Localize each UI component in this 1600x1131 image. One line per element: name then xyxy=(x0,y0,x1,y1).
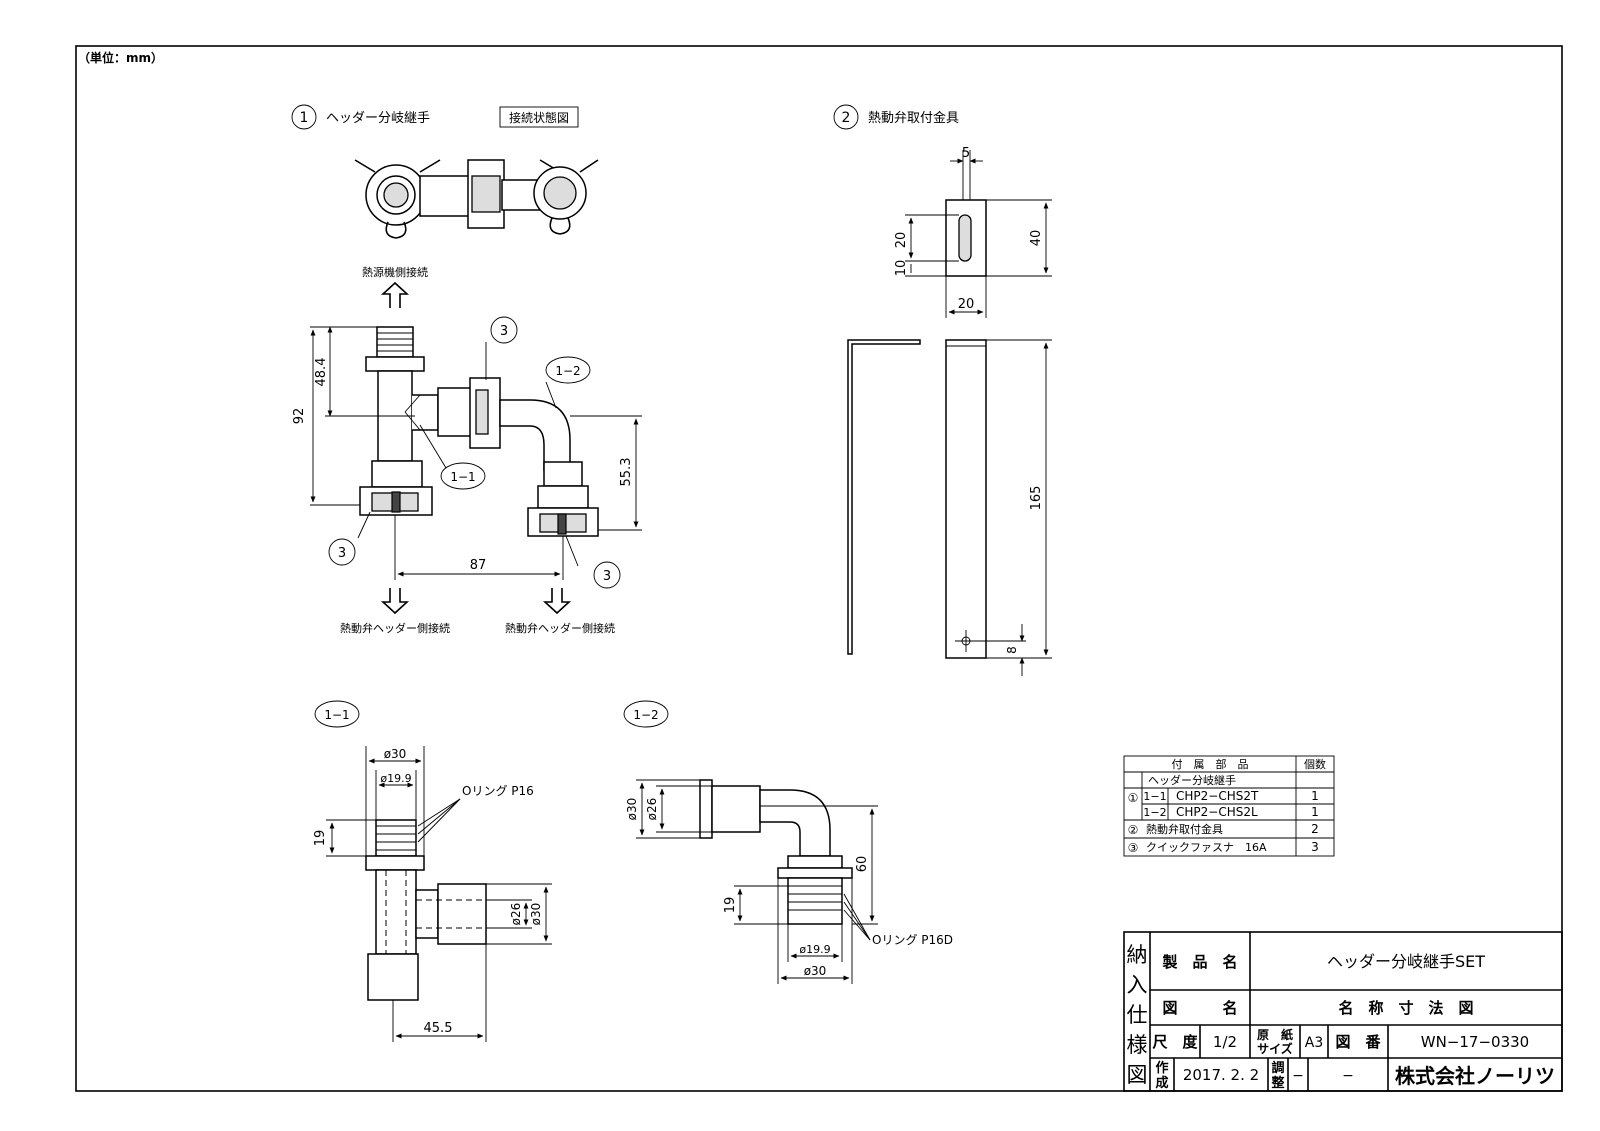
svg-text:作: 作 xyxy=(1155,1060,1168,1076)
svg-text:図 番: 図 番 xyxy=(1335,1033,1381,1051)
svg-text:ø19.9: ø19.9 xyxy=(799,943,830,956)
svg-text:付 属 部 品: 付 属 部 品 xyxy=(1172,757,1249,771)
made-date: 2017. 2. 2 xyxy=(1183,1066,1259,1084)
svg-text:ø26: ø26 xyxy=(509,903,523,926)
svg-text:60: 60 xyxy=(855,856,870,873)
svg-text:3: 3 xyxy=(1311,840,1319,854)
svg-text:製 品 名: 製 品 名 xyxy=(1161,953,1237,971)
svg-text:165: 165 xyxy=(1029,486,1044,511)
svg-text:20: 20 xyxy=(958,297,975,312)
svg-text:−: − xyxy=(1292,1068,1304,1084)
svg-text:サイズ: サイズ xyxy=(1257,1041,1293,1056)
svg-text:ø30: ø30 xyxy=(804,964,827,978)
svg-text:原 紙: 原 紙 xyxy=(1257,1027,1293,1042)
svg-text:図 名: 図 名 xyxy=(1162,999,1237,1017)
svg-text:8: 8 xyxy=(1005,646,1019,654)
svg-text:ヘッダー分岐継手: ヘッダー分岐継手 xyxy=(1148,773,1236,787)
company-logo: 株式会社ノーリツ xyxy=(1395,1064,1555,1088)
svg-text:①: ① xyxy=(1128,791,1139,805)
detail-1-2: 1−2 ø30 ø26 60 19 Oリング P16D ø19.9 xyxy=(623,700,953,984)
top-connection-label: 熱源機側接続 xyxy=(362,265,428,279)
svg-text:クイックファスナ 16A: クイックファスナ 16A xyxy=(1146,841,1267,854)
svg-text:ø26: ø26 xyxy=(645,798,659,821)
svg-text:ø30: ø30 xyxy=(625,798,639,821)
view2-bracket: 2 熱動弁取付金具 5 20 10 40 20 1 xyxy=(833,104,1052,676)
svg-text:1: 1 xyxy=(300,110,309,126)
svg-text:尺 度: 尺 度 xyxy=(1152,1033,1198,1051)
product-name: ヘッダー分岐継手SET xyxy=(1327,952,1485,971)
svg-text:Oリング P16: Oリング P16 xyxy=(462,784,534,798)
unit-note: （単位：mm） xyxy=(78,50,163,65)
svg-text:調: 調 xyxy=(1271,1060,1284,1076)
svg-text:接続状態図: 接続状態図 xyxy=(509,110,569,125)
title-block: 納 入 仕 様 図 製 品 名 ヘッダー分岐継手SET 図 名 名 称 寸 法 … xyxy=(1123,931,1563,1092)
svg-text:40: 40 xyxy=(1029,230,1044,247)
sheet-border xyxy=(75,45,1563,1092)
svg-text:2: 2 xyxy=(842,110,851,126)
svg-text:19: 19 xyxy=(313,830,328,847)
svg-text:CHP2−CHS2T: CHP2−CHS2T xyxy=(1176,789,1259,803)
connection-state-view xyxy=(354,159,599,239)
svg-text:2: 2 xyxy=(1311,822,1319,836)
svg-text:10: 10 xyxy=(894,260,909,277)
svg-text:様: 様 xyxy=(1127,1033,1148,1057)
svg-text:仕: 仕 xyxy=(1127,1003,1148,1027)
main-assembly-view: 熱源機側接続 92 48.4 55.3 xyxy=(292,265,642,635)
svg-text:納: 納 xyxy=(1127,943,1148,967)
dim-87: 87 xyxy=(470,558,487,573)
svg-text:熱動弁取付金具: 熱動弁取付金具 xyxy=(1146,822,1223,836)
svg-text:CHP2−CHS2L: CHP2−CHS2L xyxy=(1176,805,1258,819)
svg-text:②: ② xyxy=(1128,823,1139,837)
svg-text:熱動弁取付金具: 熱動弁取付金具 xyxy=(868,110,959,126)
svg-text:−: − xyxy=(1342,1068,1354,1084)
dim-92: 92 xyxy=(292,408,307,425)
svg-text:1−1: 1−1 xyxy=(450,470,475,484)
svg-text:③: ③ xyxy=(1128,841,1139,855)
svg-text:3: 3 xyxy=(500,324,508,339)
svg-text:5: 5 xyxy=(962,146,970,161)
svg-text:Oリング P16D: Oリング P16D xyxy=(872,933,953,947)
svg-text:3: 3 xyxy=(603,569,611,584)
drawing-name: 名 称 寸 法 図 xyxy=(1338,999,1473,1017)
dim-48-4: 48.4 xyxy=(314,358,329,387)
svg-text:19: 19 xyxy=(723,897,738,914)
drawing-number: WN−17−0330 xyxy=(1421,1033,1529,1051)
bottom-left-label: 熱動弁ヘッダー側接続 xyxy=(340,621,450,635)
svg-text:1/2: 1/2 xyxy=(1213,1033,1237,1051)
svg-text:入: 入 xyxy=(1127,973,1148,997)
svg-text:A3: A3 xyxy=(1305,1035,1323,1051)
svg-text:成: 成 xyxy=(1155,1075,1168,1091)
svg-text:ø30: ø30 xyxy=(529,903,543,926)
svg-text:20: 20 xyxy=(894,232,909,249)
detail-1-1: 1−1 ø30 ø19.9 Oリング P16 19 xyxy=(313,700,552,1042)
dim-55-3: 55.3 xyxy=(619,458,634,487)
svg-text:図: 図 xyxy=(1127,1063,1148,1087)
svg-text:ø19.9: ø19.9 xyxy=(380,772,411,785)
svg-text:1−2: 1−2 xyxy=(555,364,580,378)
svg-text:1: 1 xyxy=(1311,805,1319,819)
svg-text:1−2: 1−2 xyxy=(633,708,658,722)
svg-text:45.5: 45.5 xyxy=(424,1021,453,1036)
svg-text:1−2: 1−2 xyxy=(1143,806,1166,819)
svg-text:整: 整 xyxy=(1270,1075,1285,1091)
svg-text:1−1: 1−1 xyxy=(324,708,349,722)
svg-text:個数: 個数 xyxy=(1304,758,1326,771)
svg-text:ヘッダー分岐継手: ヘッダー分岐継手 xyxy=(326,111,430,126)
svg-text:1: 1 xyxy=(1311,789,1319,803)
view1-heading: 1 ヘッダー分岐継手 接続状態図 xyxy=(291,104,579,130)
svg-text:1−1: 1−1 xyxy=(1143,790,1166,803)
bottom-right-label: 熱動弁ヘッダー側接続 xyxy=(505,621,615,635)
parts-table: 付 属 部 品 個数 ヘッダー分岐継手 ① 1−1 CHP2−CHS2T 1 1… xyxy=(1123,755,1335,857)
svg-text:3: 3 xyxy=(338,546,346,561)
svg-text:ø30: ø30 xyxy=(384,747,407,761)
